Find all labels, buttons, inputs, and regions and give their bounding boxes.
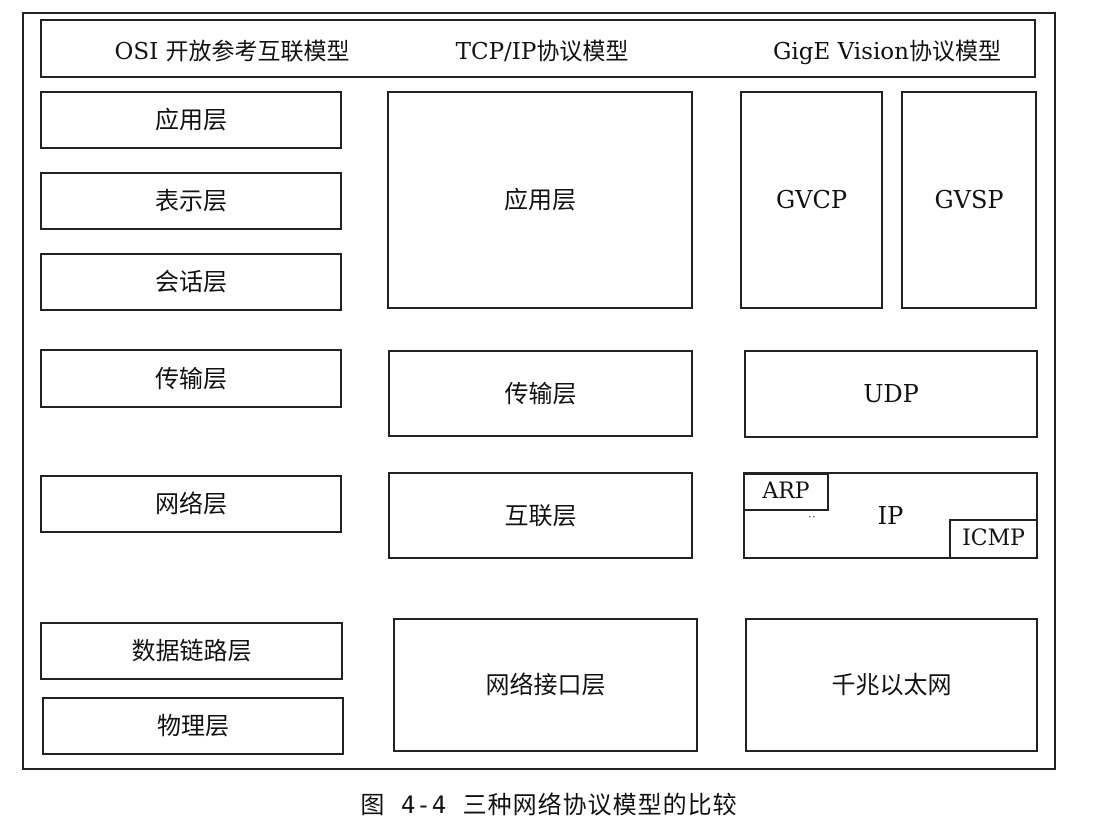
gige-ip-label: IP — [877, 501, 904, 530]
gige-udp-box: UDP — [744, 350, 1038, 438]
osi-datalink-layer: 数据链路层 — [40, 622, 343, 680]
gige-model-title: GigE Vision协议模型 — [773, 38, 1001, 65]
tcpip-transport-layer: 传输层 — [388, 350, 693, 437]
osi-transport-layer: 传输层 — [40, 349, 342, 408]
header-row: OSI 开放参考互联模型 TCP/IP协议模型 GigE Vision协议模型 — [40, 19, 1036, 78]
ip-box-marks: ·· — [808, 510, 816, 524]
tcpip-network-interface-layer: 网络接口层 — [393, 618, 698, 752]
tcpip-internet-layer: 互联层 — [388, 472, 693, 559]
tcpip-application-layer: 应用层 — [387, 91, 693, 309]
gige-gvsp-box: GVSP — [901, 91, 1037, 309]
osi-network-layer: 网络层 — [40, 475, 342, 533]
gige-ethernet-box: 千兆以太网 — [745, 618, 1038, 752]
osi-session-layer: 会话层 — [40, 253, 342, 311]
osi-physical-layer: 物理层 — [42, 697, 344, 755]
tcpip-model-title: TCP/IP协议模型 — [455, 38, 629, 65]
diagram-frame — [22, 12, 1056, 770]
osi-presentation-layer: 表示层 — [40, 172, 342, 230]
figure-caption: 图 4-4 三种网络协议模型的比较 — [360, 791, 738, 819]
gige-arp-box: ARP — [743, 473, 829, 511]
osi-model-title: OSI 开放参考互联模型 — [114, 38, 350, 65]
gige-gvcp-box: GVCP — [740, 91, 883, 309]
gige-icmp-box: ICMP — [949, 519, 1038, 559]
osi-application-layer: 应用层 — [40, 91, 342, 149]
